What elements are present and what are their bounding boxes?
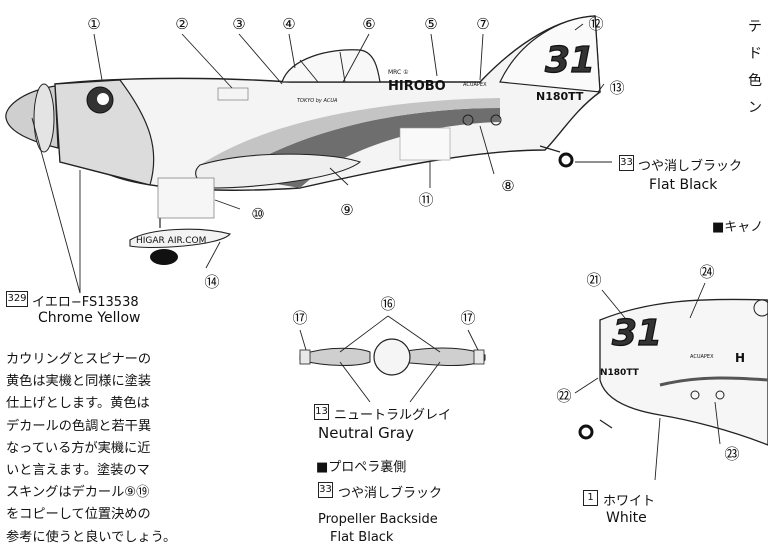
callout-group-prop: ⑰ ⑯ ⑰	[292, 295, 475, 327]
propeller-back-en1: Propeller Backside	[318, 512, 438, 527]
chrome-yellow-jp: イエロ−FS13538	[32, 295, 139, 310]
cowl-emblem-inner	[97, 93, 109, 105]
tail-note-text: TOKYO by ACUA	[297, 98, 338, 104]
note-paragraph: カウリングとスピナーの 黄色は実機と同様に塗装 仕上げとします。黄色は デカール…	[6, 349, 238, 549]
cowl	[54, 79, 155, 186]
race-number-right: 31	[612, 313, 662, 354]
callout-11: ⑪	[418, 191, 433, 209]
neutral-gray-jp: ニュートラルグレイ	[334, 408, 452, 423]
callout-group-main: ① ② ③ ④ ⑥ ⑤ ⑦ ⑫ ⑬ ⑧ ⑪ ⑨ ⑩ ⑭	[87, 15, 624, 291]
paint-code-box-1: 1	[583, 490, 598, 506]
callout-1: ①	[87, 15, 100, 33]
callout-partial	[753, 299, 768, 317]
drop-tank-label: HIGAR AIR.COM	[136, 236, 206, 246]
callout-10: ⑩	[251, 205, 264, 223]
callout-6: ⑥	[362, 15, 375, 33]
decal-block	[217, 87, 249, 101]
callout-14: ⑭	[204, 273, 219, 291]
paint-code-box-329: 329	[6, 291, 28, 307]
main-wheel	[150, 249, 178, 265]
callout-group-right: ㉑ ㉔ ㉒ ㉓	[556, 263, 768, 463]
note-line: 黄色は実機と同様に塗装	[6, 374, 152, 390]
note-line: をコピーして位置決めの	[6, 507, 151, 523]
aircraft-side-view: 31 N180TT MRC ① HIROBO ACUAPEX TOKYO by …	[5, 15, 601, 265]
cutoff-char: ン	[748, 100, 762, 116]
fuselage-outline	[54, 15, 601, 191]
callout-22: ㉒	[556, 387, 571, 405]
cutoff-char: ド	[748, 46, 762, 62]
brand-right-partial: H	[735, 351, 745, 365]
note-line: カウリングとスピナーの	[6, 352, 152, 367]
callout-17-left: ⑰	[292, 309, 307, 327]
paint-code-box-13: 13	[314, 404, 329, 420]
callout-17-right: ⑰	[460, 309, 475, 327]
cutoff-char: テ	[748, 19, 762, 35]
gear-plate	[157, 177, 215, 219]
white-jp: ホワイト	[603, 494, 656, 509]
flat-black-en: Flat Black	[649, 177, 718, 193]
callout-4: ④	[282, 15, 295, 33]
tail-skid	[539, 145, 561, 153]
neutral-gray-en: Neutral Gray	[318, 424, 414, 442]
registration-text: N180TT	[536, 90, 584, 103]
tail-wheel-right	[578, 424, 594, 440]
callout-3: ③	[232, 15, 245, 33]
note-line: いと言えます。塗装のマ	[6, 463, 150, 479]
callout-8: ⑧	[501, 177, 514, 195]
acuapex-text: ACUAPEX	[463, 82, 487, 88]
tail-wheel	[558, 152, 574, 168]
note-line: 参考に使うと良いでしょう。	[6, 529, 177, 545]
propeller-back-en2: Flat Black	[330, 530, 394, 545]
flat-black-jp: つや消しブラック	[638, 159, 743, 174]
callout-21: ㉑	[586, 271, 601, 289]
spinner-backplate	[33, 83, 55, 153]
note-line: なっている方が実機に近	[6, 440, 151, 456]
acuapex-right: ACUAPEX	[690, 354, 714, 360]
hatch-circle	[490, 114, 502, 126]
propeller-view	[299, 338, 486, 376]
propeller-back-heading: ■プロペラ裏側	[316, 460, 407, 475]
white-en: White	[606, 510, 647, 526]
canopy	[281, 49, 381, 83]
callout-5: ⑤	[424, 15, 437, 33]
callout-13: ⑬	[609, 79, 624, 97]
callout-24: ㉔	[699, 263, 714, 281]
canopy-frame	[299, 51, 346, 83]
prop-leaders	[299, 315, 479, 403]
callout-2: ②	[175, 15, 188, 33]
right-leaders	[574, 282, 721, 481]
note-line: デカールの色調と若干異	[6, 418, 152, 434]
aircraft-front-partial: 31 N180TT ACUAPEX H	[578, 298, 768, 446]
callout-16: ⑯	[380, 295, 395, 313]
canopy-heading-partial: ■キャノ	[712, 220, 764, 235]
leader-lines	[31, 23, 612, 294]
cutoff-char: 色	[748, 73, 762, 89]
hatch-circle	[462, 114, 474, 126]
cutoff-text-column: テ ド 色 ン	[748, 14, 762, 122]
note-line: スキングはデカール⑨⑲	[6, 485, 150, 501]
propeller-back-jp: つや消しブラック	[338, 486, 443, 501]
callout-9: ⑨	[340, 201, 353, 219]
drop-tank	[129, 228, 231, 249]
callout-7: ⑦	[476, 15, 489, 33]
race-number: 31	[545, 40, 595, 81]
paint-code-box-33b: 33	[318, 482, 333, 498]
callout-23: ㉓	[724, 445, 739, 463]
paint-code-box-33: 33	[619, 155, 634, 171]
note-line: 仕上げとします。黄色は	[6, 396, 150, 412]
mrc-text: MRC ①	[388, 69, 409, 76]
tail-fin	[499, 15, 601, 93]
callout-12: ⑫	[588, 15, 603, 33]
chrome-yellow-en: Chrome Yellow	[38, 310, 141, 326]
brand-text: HIROBO	[388, 79, 446, 94]
registration-right: N180TT	[600, 368, 640, 378]
decal-block	[399, 127, 451, 161]
